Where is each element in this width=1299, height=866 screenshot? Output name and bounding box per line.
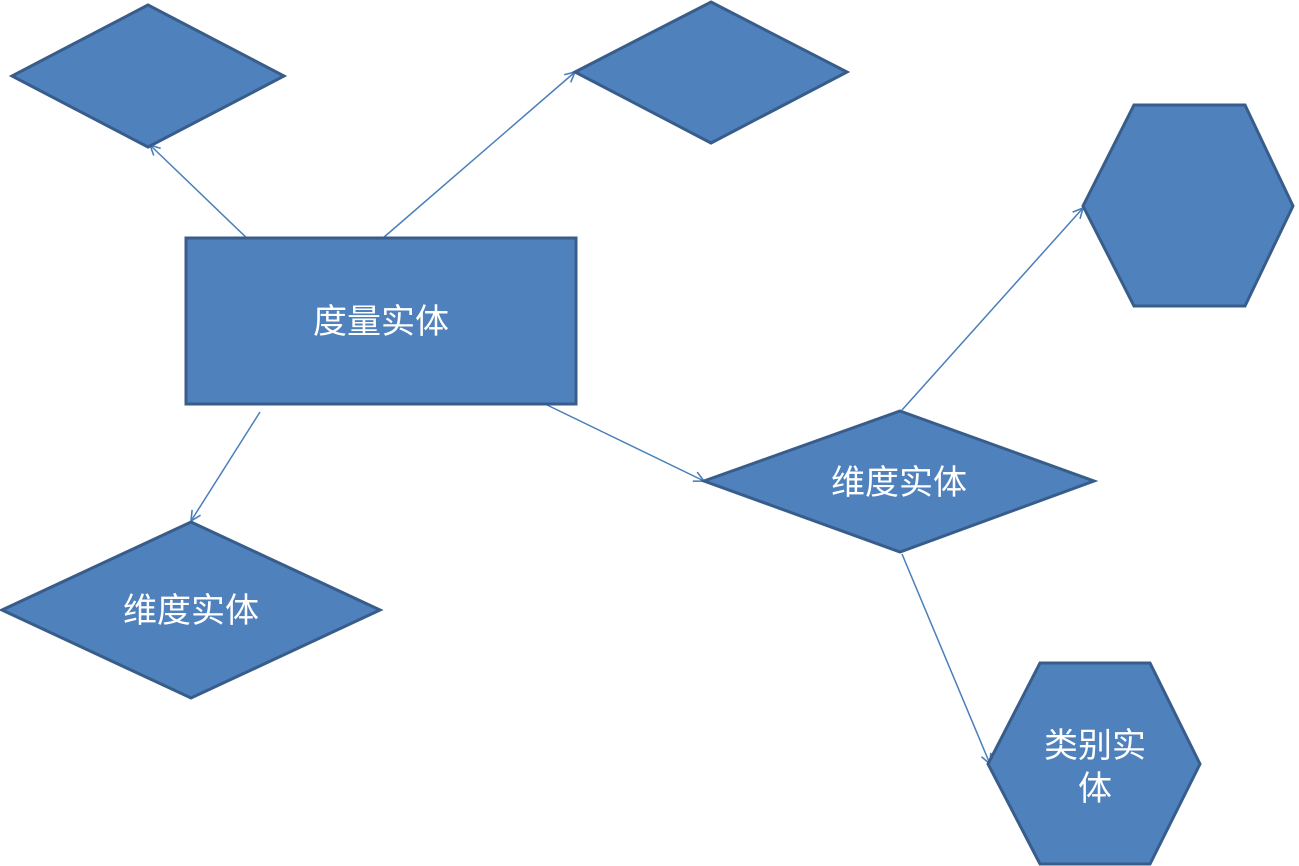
- category-entity-hexagon: [986, 661, 1202, 866]
- dimension-entity-right-label: 维度实体: [831, 463, 967, 503]
- edge-dimension-right-to-category: [901, 553, 990, 764]
- edge-measure-to-dimension-left: [191, 411, 261, 521]
- dimension-entity-left-label: 维度实体: [123, 591, 259, 631]
- top-left-diamond[interactable]: [8, 3, 288, 149]
- measure-entity-rect: [184, 236, 578, 406]
- dimension-entity-right-node[interactable]: 维度实体: [699, 409, 1099, 554]
- category-entity-node[interactable]: 类别实 体: [986, 661, 1202, 866]
- edge-dimension-right-to-top-right-hexagon: [901, 208, 1083, 411]
- category-entity-label-line1: 类别实: [1044, 726, 1146, 766]
- dimension-entity-left-node[interactable]: 维度实体: [0, 520, 384, 700]
- edge-measure-to-top-center-diamond: [382, 72, 575, 239]
- measure-entity-node[interactable]: 度量实体: [184, 236, 578, 406]
- measure-entity-label: 度量实体: [313, 302, 449, 342]
- edge-measure-to-dimension-right: [544, 403, 704, 481]
- category-entity-label-line2: 体: [1078, 769, 1112, 809]
- top-center-diamond[interactable]: [571, 0, 851, 145]
- top-right-hexagon[interactable]: [1081, 103, 1295, 308]
- dimension-entity-right-diamond: [699, 409, 1099, 554]
- dimension-entity-left-diamond: [0, 520, 384, 700]
